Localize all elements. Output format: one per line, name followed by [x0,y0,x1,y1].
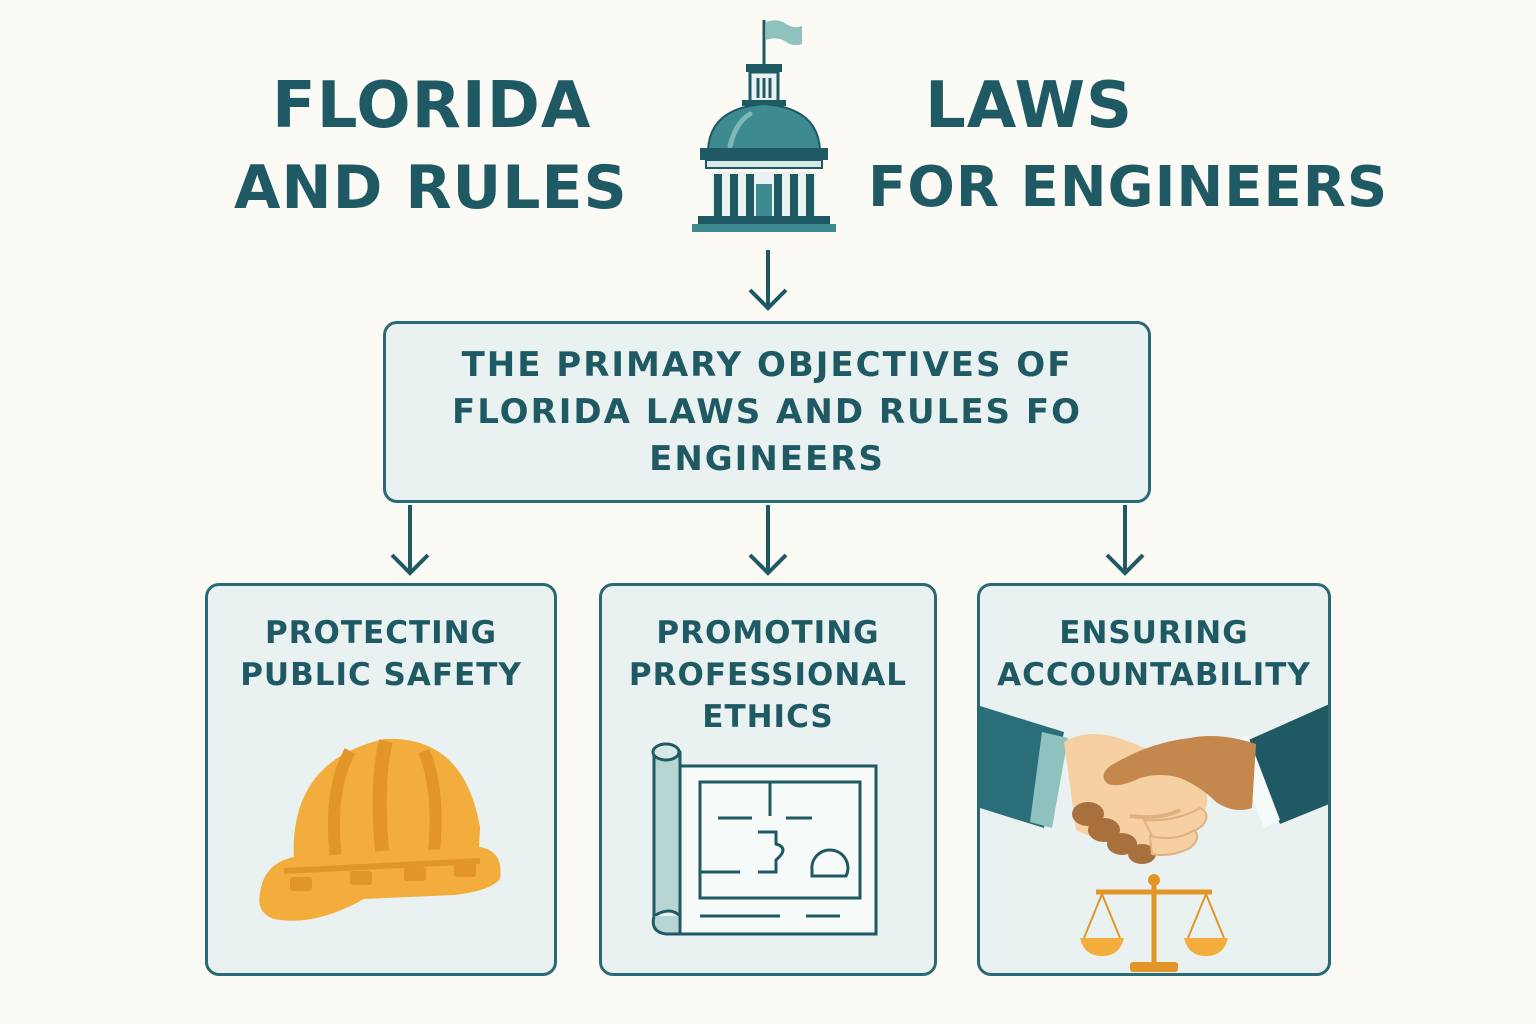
card-promoting-professional-ethics: PROMOTING PROFESSIONAL ETHICS [599,583,937,976]
arrow-down-card-3 [1105,505,1145,576]
card-title: PROMOTING PROFESSIONAL ETHICS [628,615,908,735]
title-florida: FLORIDA [272,69,592,143]
card-ensuring-accountability: ENSURING ACCOUNTABILITY [977,583,1331,976]
capitol-building-icon [692,20,836,232]
title-laws: LAWS [925,69,1134,143]
arrow-down-card-1 [390,505,430,576]
blueprint-icon [651,742,878,936]
hard-hat-icon [259,738,501,921]
primary-objectives-box: THE PRIMARY OBJECTIVES OF FLORIDA LAWS A… [383,321,1151,503]
primary-objectives-text: THE PRIMARY OBJECTIVES OF FLORIDA LAWS A… [451,344,1083,479]
scales-of-justice-icon [1080,874,1228,972]
title-and-rules: AND RULES [234,153,628,223]
card-protecting-public-safety: PROTECTING PUBLIC SAFETY [205,583,557,976]
title-for-engineers: FOR ENGINEERS [868,155,1389,220]
card-title: ENSURING ACCOUNTABILITY [997,615,1311,693]
arrow-down-main [748,250,788,311]
arrow-down-card-2 [748,505,788,576]
handshake-icon [980,704,1328,972]
card-title: PROTECTING PUBLIC SAFETY [240,615,522,693]
